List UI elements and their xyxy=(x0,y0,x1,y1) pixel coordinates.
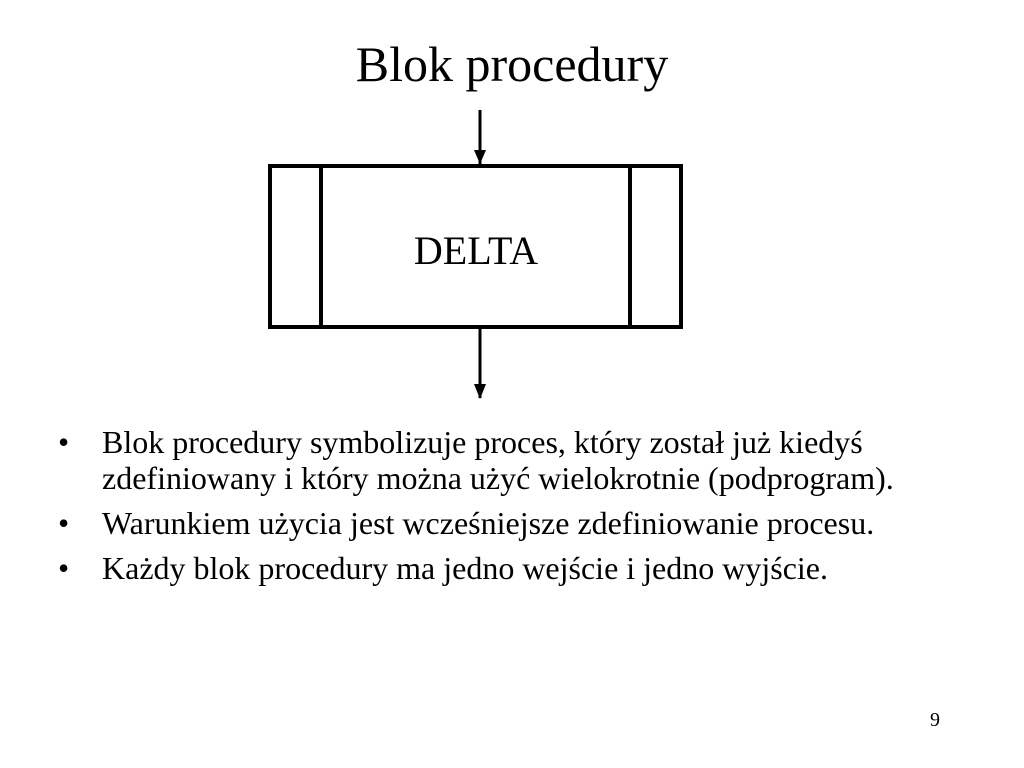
procedure-block-diagram: DELTA xyxy=(268,110,683,399)
input-arrowhead xyxy=(474,150,486,164)
bullet-dot-icon: • xyxy=(58,505,70,541)
bullet-dot-icon: • xyxy=(58,424,70,460)
bullet-item: • Blok procedury symbolizuje proces, któ… xyxy=(58,424,978,496)
bullet-item: • Warunkiem użycia jest wcześniejsze zde… xyxy=(58,505,978,541)
bullet-item: • Każdy blok procedury ma jedno wejście … xyxy=(58,550,978,586)
procedure-block xyxy=(268,164,683,329)
page-number: 9 xyxy=(930,709,940,731)
bullet-text: Każdy blok procedury ma jedno wejście i … xyxy=(102,550,828,586)
bullet-text: Warunkiem użycia jest wcześniejsze zdefi… xyxy=(102,505,875,541)
bullet-text: Blok procedury symbolizuje proces, który… xyxy=(102,424,894,496)
slide-title: Blok procedury xyxy=(355,36,669,92)
bullet-dot-icon: • xyxy=(58,550,70,586)
bullet-list: • Blok procedury symbolizuje proces, któ… xyxy=(58,424,978,595)
procedure-block-label: DELTA xyxy=(414,228,538,273)
output-arrowhead xyxy=(474,384,486,399)
